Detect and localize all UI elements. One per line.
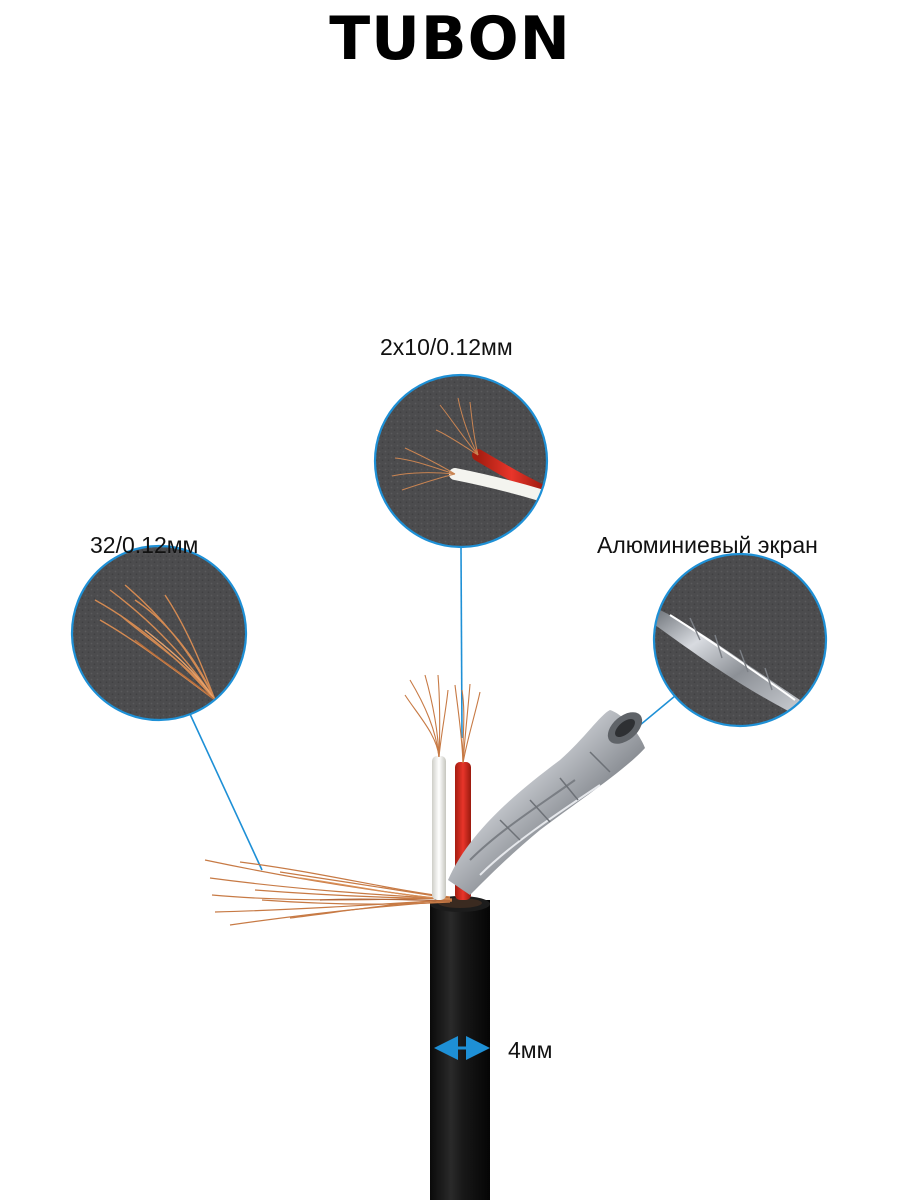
copper-strand-closeup [70,544,248,722]
strand-callout-line [189,713,263,871]
aluminium-foil-closeup [652,552,828,728]
diameter-label: 4мм [508,1037,553,1063]
core-callout-line [460,546,463,739]
copper-drain-strand [204,859,453,926]
white-core-wire [404,674,449,900]
core-wires-closeup [373,373,549,549]
drain-strand-label: 32/0.12мм [90,532,199,558]
aluminium-foil-shield [448,710,645,895]
shield-label: Алюминиевый экран [597,532,818,558]
core-wires-label: 2x10/0.12мм [380,334,513,360]
brand-logo: TUBON [329,4,571,74]
